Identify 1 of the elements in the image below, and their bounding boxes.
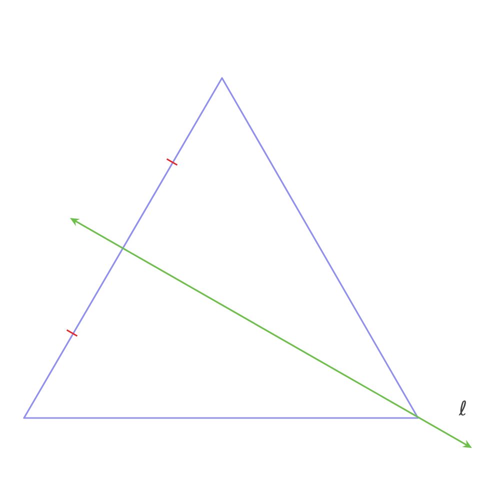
line-label: ℓ	[458, 400, 466, 416]
